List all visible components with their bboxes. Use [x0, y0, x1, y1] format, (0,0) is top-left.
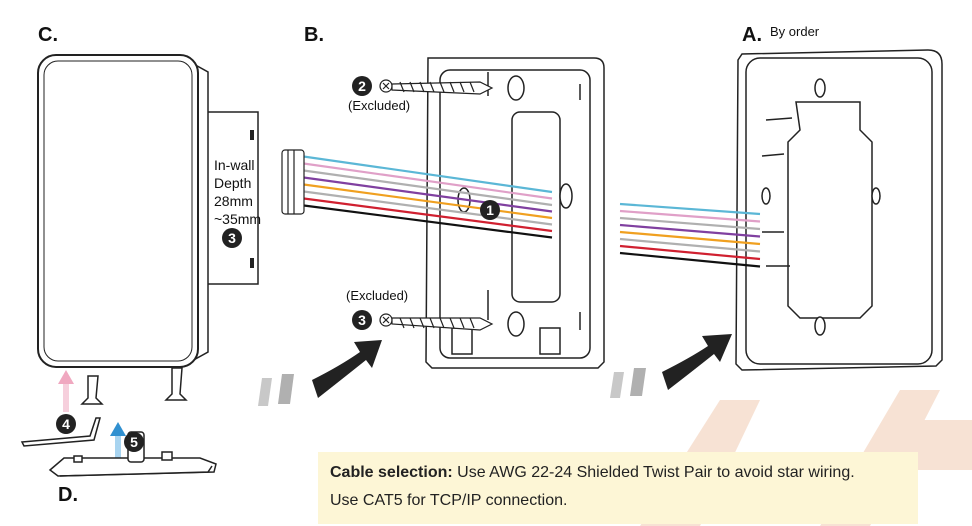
step-2-badge: 2 [352, 76, 372, 96]
label-depth: Depth [214, 175, 252, 191]
arrow-up-pink [58, 370, 74, 412]
wire-1 [299, 161, 553, 200]
cable-bundle-a [619, 202, 761, 268]
wire-3 [619, 223, 761, 238]
label-d: D. [58, 484, 78, 506]
reader-front-c [37, 54, 259, 368]
wire-0 [619, 202, 761, 216]
step-4-badge: 4 [56, 414, 76, 434]
label-depth-min: 28mm [214, 193, 253, 209]
wire-2 [619, 216, 761, 231]
note-bold: Cable selection: [330, 464, 453, 481]
wire-5 [619, 237, 761, 253]
label-by-order: By order [770, 24, 820, 39]
wire-4 [299, 182, 553, 220]
step-3-wall-badge: 3 [222, 228, 242, 248]
wire-6 [299, 196, 553, 233]
wire-0 [299, 154, 553, 194]
screw-top-b [379, 79, 494, 95]
note-line-1-text: Use AWG 22-24 Shielded Twist Pair to avo… [452, 464, 855, 481]
wire-4 [619, 230, 761, 246]
wire-7 [299, 203, 553, 239]
wire-7 [619, 251, 761, 268]
label-c: C. [38, 24, 58, 46]
bottom-screws-c [20, 367, 188, 447]
step-5-badge: 5 [124, 432, 144, 452]
label-a: A. [742, 24, 762, 46]
arrow-up-blue [110, 422, 126, 462]
reader-back-a [735, 49, 943, 371]
step-1-badge: 1 [480, 200, 500, 220]
cable-selection-note: Cable selection: Use AWG 22-24 Shielded … [318, 452, 918, 524]
label-excluded-bottom: (Excluded) [346, 288, 409, 303]
arrow-to-b [258, 340, 382, 406]
label-excluded-top: (Excluded) [348, 98, 411, 113]
note-line-2: Use CAT5 for TCP/IP connection. [330, 492, 568, 509]
label-in-wall: In-wall [214, 157, 255, 173]
arrow-to-a [610, 334, 732, 398]
wire-5 [299, 189, 553, 226]
step-3-screw-badge: 3 [352, 310, 372, 330]
depth-text: In-wall Depth 28mm ~35mm [214, 156, 261, 228]
cover-plate-d [48, 431, 217, 477]
label-b: B. [304, 24, 324, 46]
cable-bundle-b [299, 154, 553, 239]
wire-3 [299, 175, 553, 213]
label-depth-max: ~35mm [214, 211, 262, 227]
wire-1 [619, 209, 761, 223]
screw-bottom-b [379, 313, 494, 331]
cable-connector [281, 149, 305, 215]
wire-6 [619, 244, 761, 261]
wire-2 [299, 168, 553, 207]
note-line-1: Cable selection: Use AWG 22-24 Shielded … [330, 464, 855, 482]
